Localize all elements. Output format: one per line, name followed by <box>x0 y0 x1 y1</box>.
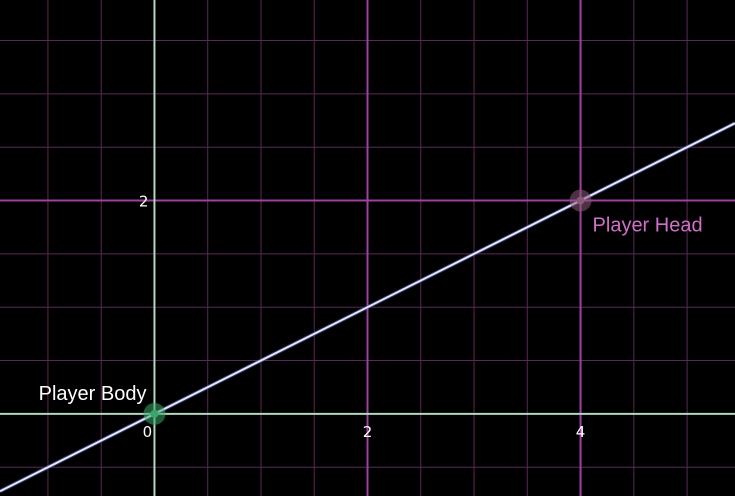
series-layer <box>0 121 735 493</box>
points-layer <box>143 189 592 425</box>
y-tick-label: 2 <box>139 193 149 211</box>
point-label: Player Head <box>593 215 703 237</box>
x-tick-label: 4 <box>576 423 586 441</box>
x-tick-label: 2 <box>363 423 373 441</box>
series-line <box>0 122 735 493</box>
point-labels: Player Body Player Head <box>39 215 703 405</box>
point-label: Player Body <box>39 383 147 405</box>
x-tick-label: 0 <box>143 423 153 441</box>
tick-labels: 0 2 4 2 <box>139 193 585 441</box>
point-marker <box>150 409 159 418</box>
point-marker <box>576 196 585 205</box>
